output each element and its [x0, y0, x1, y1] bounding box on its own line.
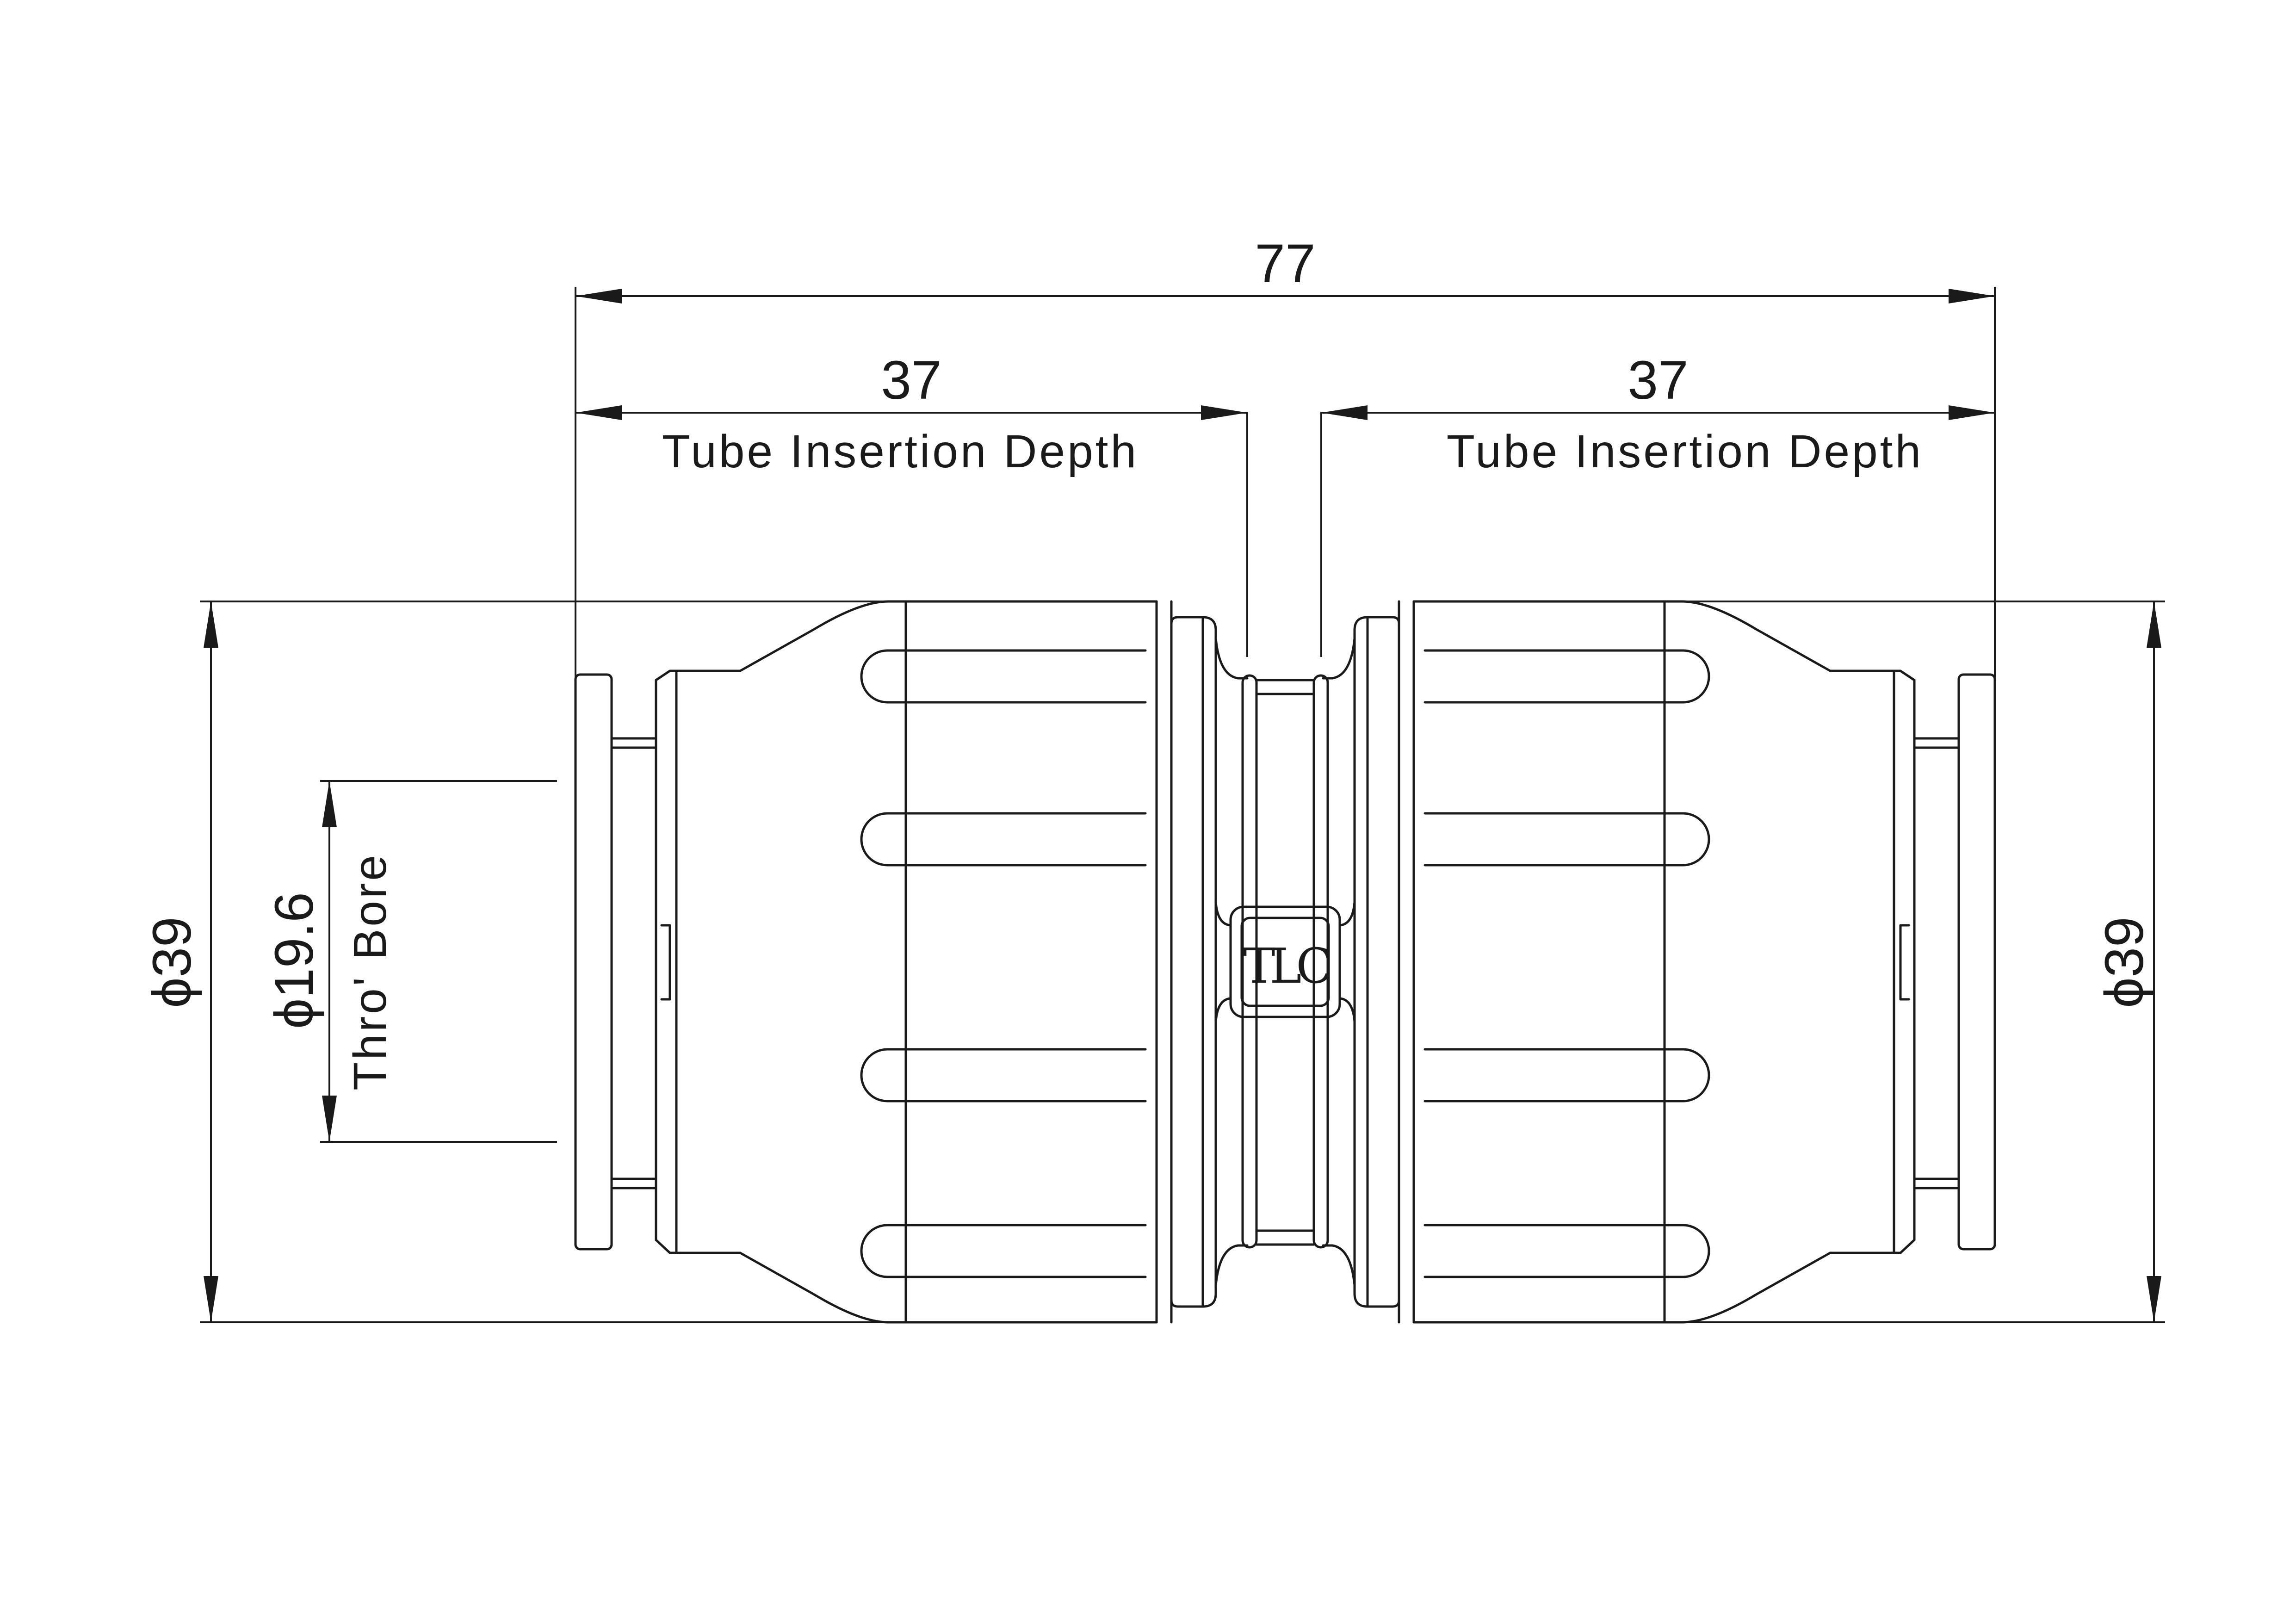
overall-length-dimension — [576, 289, 1995, 304]
left-collet-flange — [574, 673, 613, 1251]
overall-length-value: 77 — [1255, 233, 1315, 294]
coupler-fitting: TLC — [574, 600, 1995, 1324]
right-diameter-dimension — [1684, 601, 2165, 1323]
left-insertion-label: Tube Insertion Depth — [662, 426, 1139, 477]
right-insertion-label: Tube Insertion Depth — [1447, 426, 1923, 477]
dimension-lines — [200, 287, 2165, 1323]
right-half — [1323, 601, 1995, 1322]
left-collar — [1170, 616, 1217, 1308]
bore-diameter-dimension — [320, 780, 557, 1143]
right-outer-diameter-value: ϕ39 — [2094, 917, 2155, 1008]
left-insertion-dimension — [576, 405, 1247, 420]
left-diameter-dimension — [200, 601, 888, 1323]
right-insertion-dimension — [1321, 405, 1995, 420]
left-half — [574, 600, 1249, 1324]
left-body-taper — [739, 600, 890, 672]
bore-diameter-value: ϕ19.6 — [264, 892, 325, 1029]
left-outer-diameter-value: ϕ39 — [142, 917, 203, 1008]
bore-label: Thro' Bore — [344, 853, 396, 1090]
left-insertion-value: 37 — [881, 350, 941, 411]
tlc-logo: TLC — [1229, 905, 1341, 1018]
logo-text: TLC — [1243, 938, 1330, 994]
right-insertion-value: 37 — [1628, 350, 1688, 411]
